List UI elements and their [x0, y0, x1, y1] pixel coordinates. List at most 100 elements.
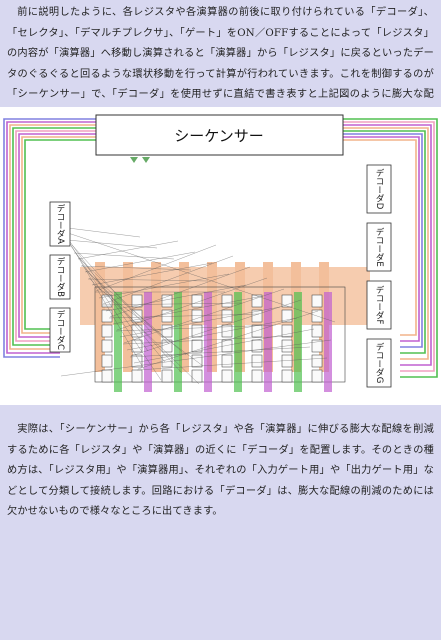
wire-cross: [81, 264, 183, 374]
wire-right: [343, 118, 438, 378]
wire-cross: [109, 266, 251, 318]
wire-left: [24, 139, 96, 330]
wire-cross: [70, 245, 162, 381]
register-cell: [221, 309, 233, 323]
wire-cross: [108, 313, 260, 319]
register-cell: [101, 354, 113, 368]
register-cell: [251, 339, 263, 353]
orange-bus-vertical: [179, 262, 189, 372]
bus-strip: [174, 292, 182, 392]
bus-strip: [264, 292, 272, 392]
register-cell: [101, 324, 113, 338]
register-cell: [251, 294, 263, 308]
register-cell: [101, 294, 113, 308]
wire-cross: [112, 295, 264, 325]
orange-bus-vertical: [95, 262, 105, 372]
wire-cross: [137, 310, 319, 370]
wire-cross: [95, 244, 217, 292]
register-cell: [161, 324, 173, 338]
decoder-box: [366, 164, 392, 214]
bus-strip: [204, 292, 212, 392]
decoder-label: デコーダB: [55, 257, 65, 298]
wire-right: [343, 136, 420, 342]
wire-right: [343, 130, 426, 354]
bus-strip: [294, 292, 302, 392]
orange-bus-vertical: [151, 262, 161, 372]
register-cell: [281, 369, 293, 383]
register-cell: [191, 369, 203, 383]
wire-right: [343, 139, 417, 336]
wire-left: [3, 118, 96, 358]
register-cell: [251, 354, 263, 368]
wire-cross: [115, 324, 277, 332]
wire-cross: [88, 277, 200, 385]
wire-cross: [136, 357, 328, 371]
wire-cross: [87, 278, 209, 282]
wire-cross: [84, 251, 196, 273]
wire-cross: [73, 252, 175, 260]
wire-cross: [101, 302, 243, 306]
register-cell: [161, 294, 173, 308]
register-cell: [281, 354, 293, 368]
register-cell: [131, 339, 143, 353]
wire-cross: [71, 244, 153, 334]
register-cell: [191, 354, 203, 368]
register-cell: [311, 294, 323, 308]
wire-cross: [78, 257, 170, 345]
wire-cross: [74, 251, 166, 363]
register-cell: [131, 324, 143, 338]
bus-strip: [324, 292, 332, 392]
wire-right: [343, 133, 423, 348]
register-cell: [161, 369, 173, 383]
register-cell: [101, 369, 113, 383]
wire-cross: [92, 283, 204, 367]
wire-cross: [129, 346, 311, 358]
register-cell: [161, 339, 173, 353]
register-cell: [251, 324, 263, 338]
register-cell: [251, 369, 263, 383]
wire-right: [343, 121, 435, 372]
decoder-label: デコーダA: [55, 204, 65, 245]
register-cell: [311, 369, 323, 383]
sequencer-label: シーケンサー: [174, 127, 264, 145]
register-cell: [131, 354, 143, 368]
register-cell: [221, 369, 233, 383]
wire-left: [6, 121, 96, 354]
register-cell: [191, 339, 203, 353]
register-cell: [311, 354, 323, 368]
wire-left: [12, 127, 96, 346]
wire-cross: [60, 339, 332, 377]
wire-right: [343, 127, 429, 360]
wire-cross: [126, 317, 298, 351]
decoder-box: [49, 307, 71, 353]
wire-left: [18, 133, 96, 338]
register-cell: [101, 309, 113, 323]
register-cell: [221, 324, 233, 338]
wire-cross: [66, 239, 158, 249]
wire-left: [21, 136, 96, 334]
register-cell: [221, 354, 233, 368]
wire-right: [343, 124, 432, 366]
register-cell: [311, 324, 323, 338]
wire-cross: [123, 288, 285, 344]
register-cell: [131, 309, 143, 323]
decoder-box: [366, 280, 392, 330]
wire-cross: [130, 299, 302, 357]
register-cell: [191, 294, 203, 308]
decoder-box: [49, 201, 71, 247]
register-cell: [191, 309, 203, 323]
register-cell: [101, 339, 113, 353]
bus-strip: [114, 292, 122, 392]
register-cell: [281, 309, 293, 323]
wire-cross: [133, 328, 315, 364]
wire-cross: [119, 306, 281, 338]
wire-cross: [64, 231, 336, 323]
register-cell: [191, 324, 203, 338]
bus-strip: [144, 292, 152, 392]
wire-cross: [105, 284, 247, 312]
decoder-box: [366, 222, 392, 272]
wiring-diagram-svg: シーケンサー デコーダAデコーダBデコーダCデコーダDデコーダEデコーダFデコー…: [3, 114, 438, 392]
wire-cross: [98, 273, 230, 299]
bus-strip: [234, 292, 242, 392]
